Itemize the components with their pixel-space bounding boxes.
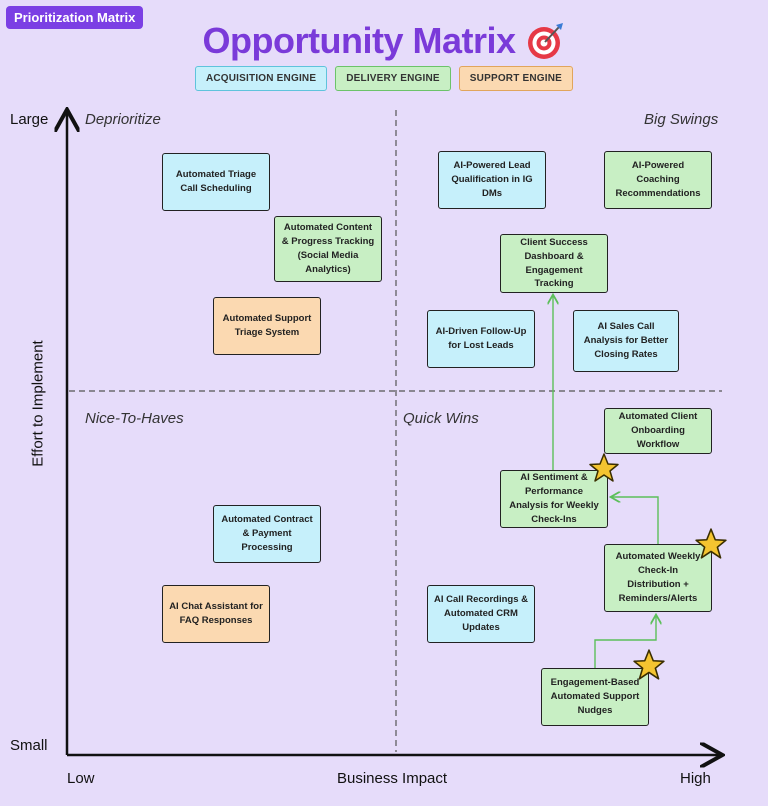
card-ai-chat-assistant: AI Chat Assistant for FAQ Responses [162,585,270,643]
quadrant-quick-wins: Quick Wins [403,410,479,427]
y-axis-title: Effort to Implement [29,340,47,467]
legend-support-engine: SUPPORT ENGINE [458,66,574,91]
legend-acquisition-engine: ACQUISITION ENGINE [194,66,328,91]
prioritization-matrix-badge: Prioritization Matrix [6,6,144,29]
legend: ACQUISITION ENGINE DELIVERY ENGINE SUPPO… [0,66,768,91]
quadrant-deprioritize: Deprioritize [85,111,161,128]
card-ai-call-recordings: AI Call Recordings & Automated CRM Updat… [427,585,535,643]
star-icon [633,649,665,680]
quadrant-big-swings: Big Swings [644,111,719,128]
card-automated-support-triage-system: Automated Support Triage System [213,297,321,355]
arrow-checkin-to-sentiment [612,497,659,544]
x-axis-low-label: Low [67,770,95,787]
arrow-nudges-to-checkin [594,616,656,668]
quadrant-nice-to-haves: Nice-To-Haves [85,410,184,427]
legend-delivery-engine: DELIVERY ENGINE [335,66,451,91]
card-engagement-based-nudges: Engagement-Based Automated Support Nudge… [541,668,649,726]
card-ai-driven-follow-up: AI-Driven Follow-Up for Lost Leads [427,310,535,368]
page-title: Opportunity Matrix [202,20,517,61]
card-ai-powered-lead-qualification: AI-Powered Lead Qualification in IG DMs [438,151,546,209]
star-icon [695,528,727,559]
card-automated-contract-payment: Automated Contract & Payment Processing [213,505,321,563]
card-ai-sales-call-analysis: AI Sales Call Analysis for Better Closin… [573,310,679,372]
x-axis-high-label: High [680,770,711,787]
y-axis-low-label: Small [10,737,48,754]
card-automated-content-progress-tracking: Automated Content & Progress Tracking (S… [274,216,382,282]
y-axis-high-label: Large [10,111,49,128]
card-automated-weekly-check-in: Automated Weekly Check-In Distribution +… [604,544,712,612]
card-ai-sentiment-performance-analysis: AI Sentiment & Performance Analysis for … [500,470,608,528]
x-axis-title: Business Impact [337,770,448,787]
target-icon [527,23,563,59]
card-automated-client-onboarding: Automated Client Onboarding Workflow [604,408,712,454]
star-icon [589,453,619,482]
card-ai-powered-coaching-recommendations: AI-Powered Coaching Recommendations [604,151,712,209]
card-automated-triage-call-scheduling: Automated Triage Call Scheduling [162,153,270,211]
card-client-success-dashboard: Client Success Dashboard & Engagement Tr… [500,234,608,293]
page-title-row: Opportunity Matrix [0,20,768,62]
